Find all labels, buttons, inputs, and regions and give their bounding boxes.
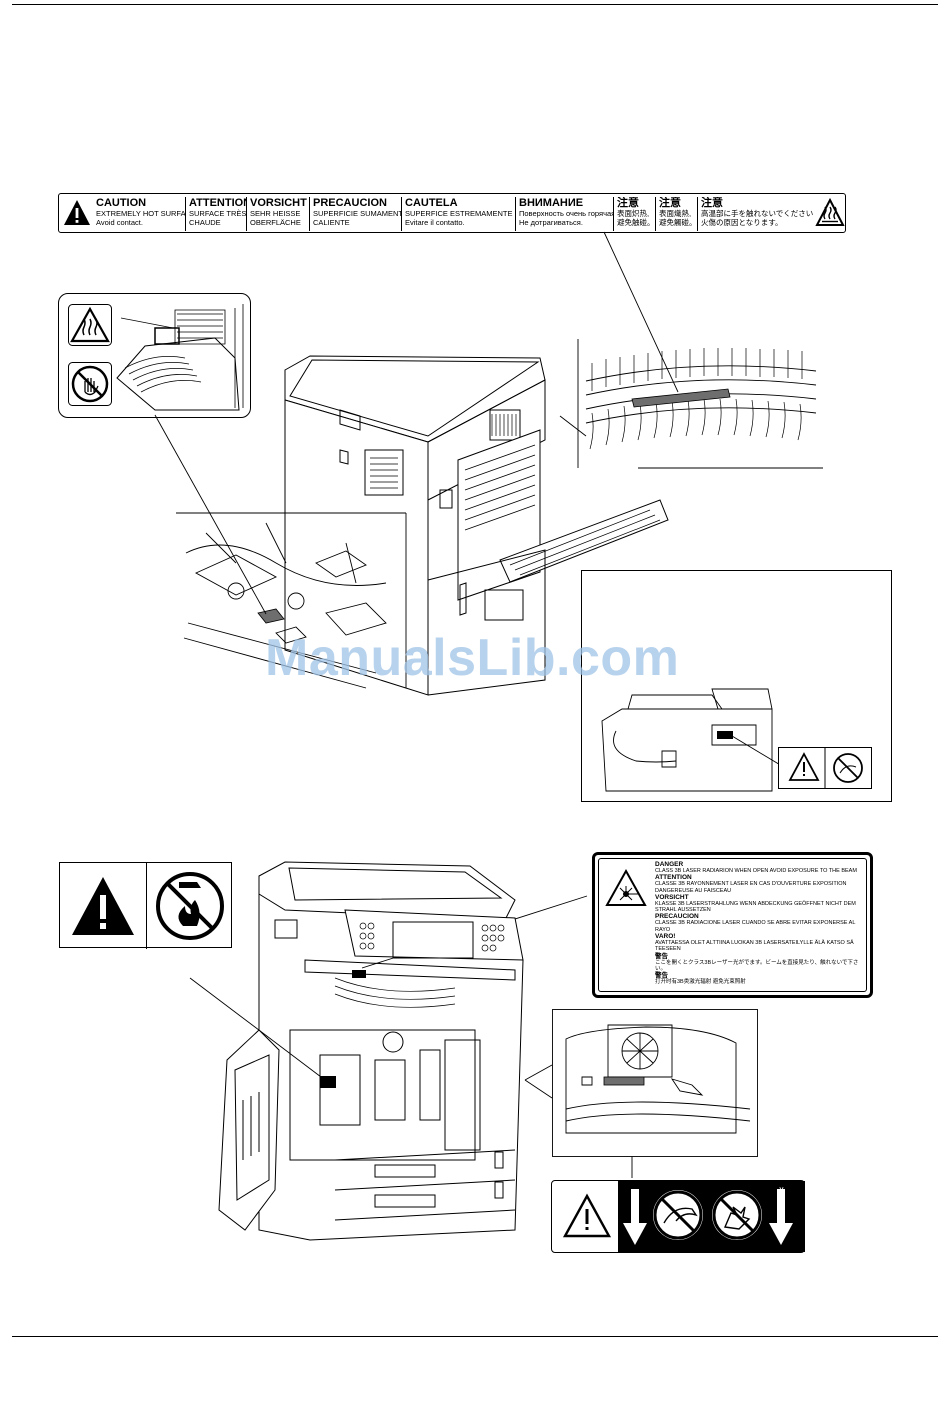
toner-area-closeup-drawing: [552, 1009, 758, 1157]
segment-line: 表面炽热,: [617, 209, 650, 218]
segment-line: 表面熾熱,: [659, 209, 692, 218]
entry-title: ATTENTION: [655, 874, 692, 882]
fuser-roller-closeup-drawing: [577, 339, 823, 469]
segment-line: SUPERFICIE SUMAMENTE: [313, 209, 401, 218]
entry-text: ここを開くとクラス3Bレーザー光がでます。ビームを直接見たり、触れないで下さい。: [655, 959, 859, 972]
entry-text: CLASSE 3B RADIACIONE LASER CUANDO SE ABR…: [655, 920, 856, 933]
do-not-touch-label: >ABS<: [551, 1180, 805, 1253]
label-position-marker: [352, 970, 366, 978]
caution-segment-ja: 注意 高温部に手を触れないでください。 火傷の原因となります。: [697, 197, 813, 231]
fixing-unit-drawing: [116, 304, 244, 411]
no-open-flame-icon: [156, 872, 224, 940]
material-marking: >ABS<: [777, 1187, 784, 1210]
caution-segment-ru: ВНИМАНИЕ Поверхность очень горячая. Не д…: [515, 197, 613, 231]
segment-line: OBERFLÄCHE: [250, 218, 301, 227]
segment-heading: 注意: [701, 197, 723, 209]
caution-segment-es: PRECAUCION SUPERFICIE SUMAMENTE CALIENTE: [309, 197, 401, 231]
laser-radiation-icon: [605, 868, 647, 906]
segment-line: 高温部に手を触れないでください。: [701, 209, 813, 218]
segment-line: SUPERFICE ESTREMAMENTE CALDA: [405, 209, 515, 218]
top-rule: [12, 4, 938, 5]
entry-title: VARO!: [655, 933, 676, 941]
segment-line: 火傷の原因となります。: [701, 218, 783, 227]
label-position-marker: [603, 1076, 645, 1086]
watermark: ManualsLib.com: [265, 629, 680, 687]
down-arrow-icon: [769, 1189, 793, 1245]
entry-text: AVATTAESSA OLET ALTTIINA LUOKAN 3B LASER…: [655, 940, 854, 953]
entry-text: 打开时有3B类激光辐射 避免光束照射: [655, 979, 746, 986]
caution-segment-it: CAUTELA SUPERFICE ESTREMAMENTE CALDA Evi…: [401, 197, 515, 231]
fixing-unit-closeup-drawing: [176, 512, 407, 689]
caution-segment-fr: ATTENTION SURFACE TRÈS CHAUDE: [185, 197, 246, 231]
machine-rear-right-drawing: [284, 355, 669, 696]
segment-line: Avoid contact.: [96, 218, 143, 227]
warning-triangle-icon: [562, 1193, 612, 1238]
segment-heading: 注意: [659, 197, 681, 209]
hot-surface-icon: [815, 197, 845, 226]
segment-line: SEHR HEISSE: [250, 209, 301, 218]
segment-line: 避免觸碰。: [659, 218, 697, 227]
warning-triangle-icon: [72, 877, 134, 935]
label-inner-border: [598, 858, 867, 992]
entry-title: 警告: [655, 952, 668, 960]
entry-text: KLASSE 3B LASERSTRAHLUNG WENN ABDECKUNG …: [655, 900, 856, 914]
segment-heading: PRECAUCION: [313, 197, 387, 209]
laser-label-text: DANGER CLASS 3B LASER RADIARION WHEN OPE…: [655, 861, 862, 986]
label-position-marker: [320, 1076, 336, 1088]
machine-front-drawing: [218, 861, 524, 1241]
segment-line: CALIENTE: [313, 218, 350, 227]
no-touch-icon: [653, 1190, 703, 1240]
entry-title: 警告: [655, 972, 668, 980]
caution-segment-zh-tw: 注意 表面熾熱, 避免觸碰。: [655, 197, 697, 231]
segment-line: Evitare il contatto.: [405, 218, 465, 227]
segment-line: CHAUDE: [189, 218, 221, 227]
label-position-marker: [257, 608, 285, 624]
segment-heading: CAUTION: [96, 197, 147, 209]
bottom-rule: [12, 1336, 938, 1337]
segment-heading: 注意: [617, 197, 639, 209]
down-arrow-icon: [623, 1189, 647, 1245]
segment-heading: ВНИМАНИЕ: [519, 197, 584, 209]
segment-line: Не дотрагиваться.: [519, 218, 583, 227]
no-touch-icon: [68, 362, 112, 406]
label-divider: [146, 863, 147, 949]
entry-text: CLASS 3B LASER RADIARION WHEN OPEN AVOID…: [655, 868, 857, 874]
segment-heading: ATTENTION: [189, 197, 246, 209]
segment-line: 避免触碰。: [617, 218, 655, 227]
caution-segment-de: VORSICHT SEHR HEISSE OBERFLÄCHE: [246, 197, 309, 231]
hot-surface-icon: [68, 304, 112, 346]
segment-line: Поверхность очень горячая.: [519, 209, 613, 218]
segment-line: SURFACE TRÈS: [189, 209, 246, 218]
entry-title: PRECAUCION: [655, 913, 699, 921]
machine-rear-drawing: [601, 688, 788, 792]
entry-title: DANGER: [655, 861, 684, 868]
black-panel: [618, 1181, 805, 1252]
caution-hot-surface-label: CAUTION EXTREMELY HOT SURFACE Avoid cont…: [58, 193, 846, 233]
caution-segment-en: CAUTION EXTREMELY HOT SURFACE Avoid cont…: [93, 197, 185, 231]
segment-heading: VORSICHT: [250, 197, 307, 209]
no-fire-warning-label: [59, 862, 232, 949]
entry-title: VORSICHT: [655, 893, 689, 901]
label-position-marker: [631, 388, 731, 408]
entry-text: CLASSE 3B RAYONNEMENT LASER EN CAS D'OUV…: [655, 881, 847, 894]
segment-heading: CAUTELA: [405, 197, 458, 209]
rear-laser-label-inset: [581, 570, 892, 802]
laser-warning-small-label: [778, 747, 872, 789]
no-touch-icon: [712, 1190, 762, 1240]
warning-triangle-icon: [64, 200, 90, 225]
fixing-unit-warning-label: [58, 293, 251, 418]
segment-line: EXTREMELY HOT SURFACE: [96, 209, 185, 218]
caution-segment-zh-cn: 注意 表面炽热, 避免触碰。: [613, 197, 655, 231]
laser-danger-label: DANGER CLASS 3B LASER RADIARION WHEN OPE…: [592, 852, 873, 998]
